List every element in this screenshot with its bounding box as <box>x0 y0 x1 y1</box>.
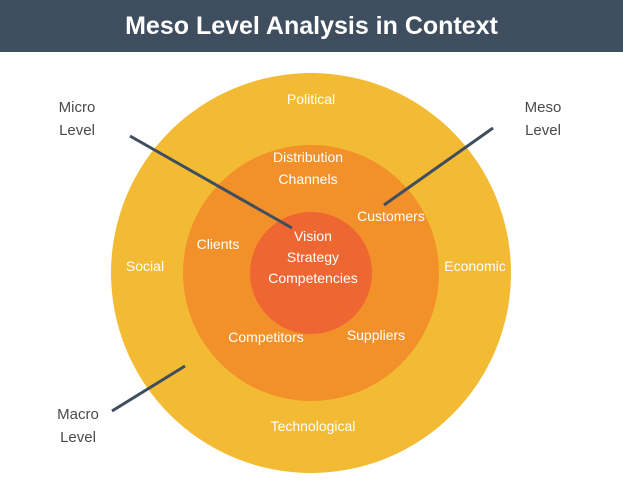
page-title: Meso Level Analysis in Context <box>0 0 623 52</box>
meso-level-label: Meso Level <box>514 96 572 142</box>
meso-level-line1: Meso <box>524 99 562 116</box>
label-political: Political <box>287 91 335 107</box>
label-economic: Economic <box>444 258 505 274</box>
macro-level-line1: Macro <box>57 406 99 423</box>
macro-level-line2: Level <box>60 429 96 446</box>
macro-level-label: Macro Level <box>46 403 110 449</box>
label-distribution-line1: Distribution <box>273 149 343 165</box>
micro-level-label: Micro Level <box>48 96 106 142</box>
label-social: Social <box>126 258 164 274</box>
micro-core <box>250 212 372 334</box>
label-vision: Vision <box>294 228 332 244</box>
macro-callout-line <box>111 364 186 413</box>
label-clients: Clients <box>197 236 240 252</box>
micro-level-line2: Level <box>59 122 95 139</box>
label-competencies: Competencies <box>268 270 358 286</box>
micro-level-line1: Micro <box>58 99 96 116</box>
meso-callout-line <box>383 126 494 207</box>
label-suppliers: Suppliers <box>347 327 405 343</box>
label-competitors: Competitors <box>228 329 303 345</box>
label-distribution-line2: Channels <box>278 171 337 187</box>
label-technological: Technological <box>271 418 356 434</box>
label-customers: Customers <box>357 208 425 224</box>
label-strategy: Strategy <box>287 249 339 265</box>
meso-level-line2: Level <box>525 122 561 139</box>
micro-callout-line <box>129 134 293 230</box>
